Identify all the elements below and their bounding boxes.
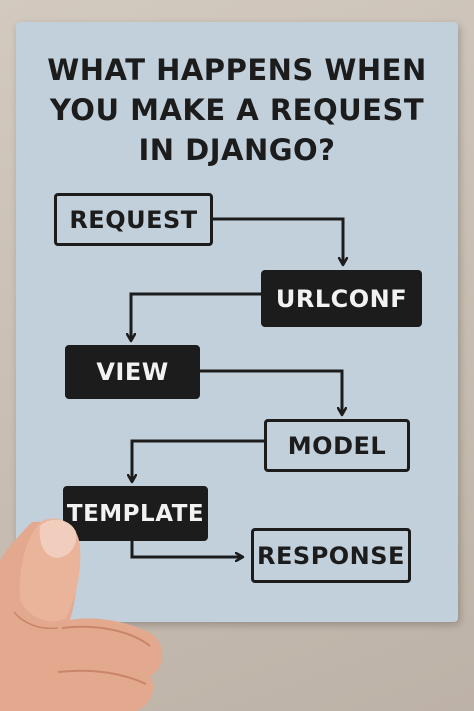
title-line-1: WHAT HAPPENS WHEN bbox=[47, 53, 427, 87]
arrow-template-to-response bbox=[130, 541, 242, 557]
node-response: RESPONSE bbox=[251, 528, 411, 583]
arrow-urlconf-to-view bbox=[131, 292, 261, 340]
arrow-model-to-template bbox=[132, 439, 264, 481]
title-line-3: IN DJANGO? bbox=[138, 133, 336, 167]
node-model: MODEL bbox=[264, 419, 410, 472]
node-template: TEMPLATE bbox=[63, 486, 208, 541]
node-request: REQUEST bbox=[54, 193, 213, 246]
diagram-title: WHAT HAPPENS WHEN YOU MAKE A REQUEST IN … bbox=[16, 50, 458, 170]
arrow-request-to-urlconf bbox=[213, 217, 343, 264]
title-line-2: YOU MAKE A REQUEST bbox=[49, 93, 425, 127]
arrow-view-to-model bbox=[200, 369, 342, 414]
node-urlconf: URLCONF bbox=[261, 270, 422, 327]
node-view: VIEW bbox=[65, 345, 200, 399]
